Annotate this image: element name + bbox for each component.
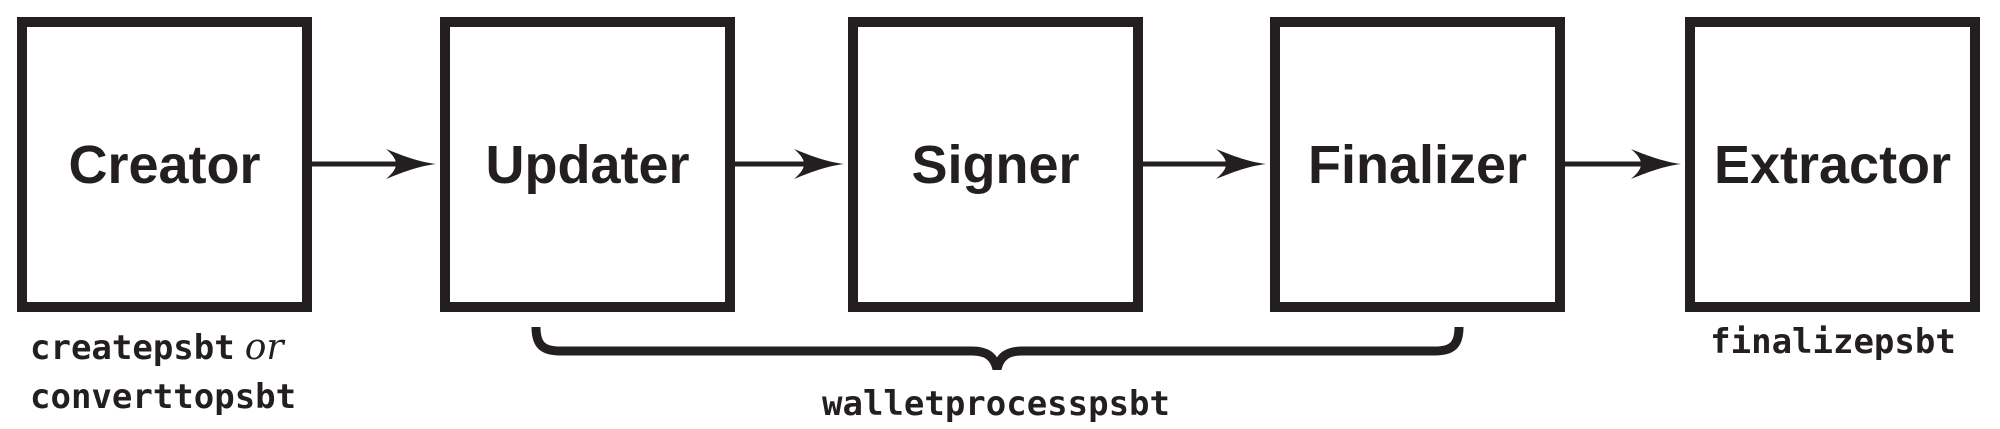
flow-arrow-updater-signer (734, 149, 844, 179)
role-label-finalizer: Finalizer (1307, 134, 1528, 195)
role-label-creator: Creator (68, 134, 261, 195)
creator-rpc-2: converttopsbt (30, 377, 297, 417)
flow-arrow-creator-updater (311, 149, 436, 179)
role-box-updater: Updater (440, 17, 735, 312)
extractor-rpc: finalizepsbt (1710, 322, 1956, 362)
caption-finalizepsbt: finalizepsbt (1683, 322, 1983, 362)
curly-brace (531, 326, 1464, 371)
creator-conjunction: or (244, 327, 284, 368)
role-box-extractor: Extractor (1685, 17, 1980, 312)
arrowhead-icon (794, 149, 844, 179)
role-box-creator: Creator (17, 17, 312, 312)
role-label-extractor: Extractor (1713, 134, 1952, 195)
flow-arrow-signer-finalizer (1142, 149, 1266, 179)
wallet-rpc: walletprocesspsbt (822, 384, 1170, 424)
flow-arrow-finalizer-extractor (1564, 149, 1681, 179)
role-label-signer: Signer (911, 134, 1080, 195)
role-box-signer: Signer (848, 17, 1143, 312)
arrowhead-icon (386, 149, 436, 179)
arrowhead-icon (1631, 149, 1681, 179)
arrowhead-icon (1216, 149, 1266, 179)
caption-walletprocesspsbt: walletprocesspsbt (696, 384, 1296, 424)
role-box-finalizer: Finalizer (1270, 17, 1565, 312)
role-label-updater: Updater (485, 134, 690, 195)
creator-rpc-1: createpsbt (30, 328, 235, 368)
